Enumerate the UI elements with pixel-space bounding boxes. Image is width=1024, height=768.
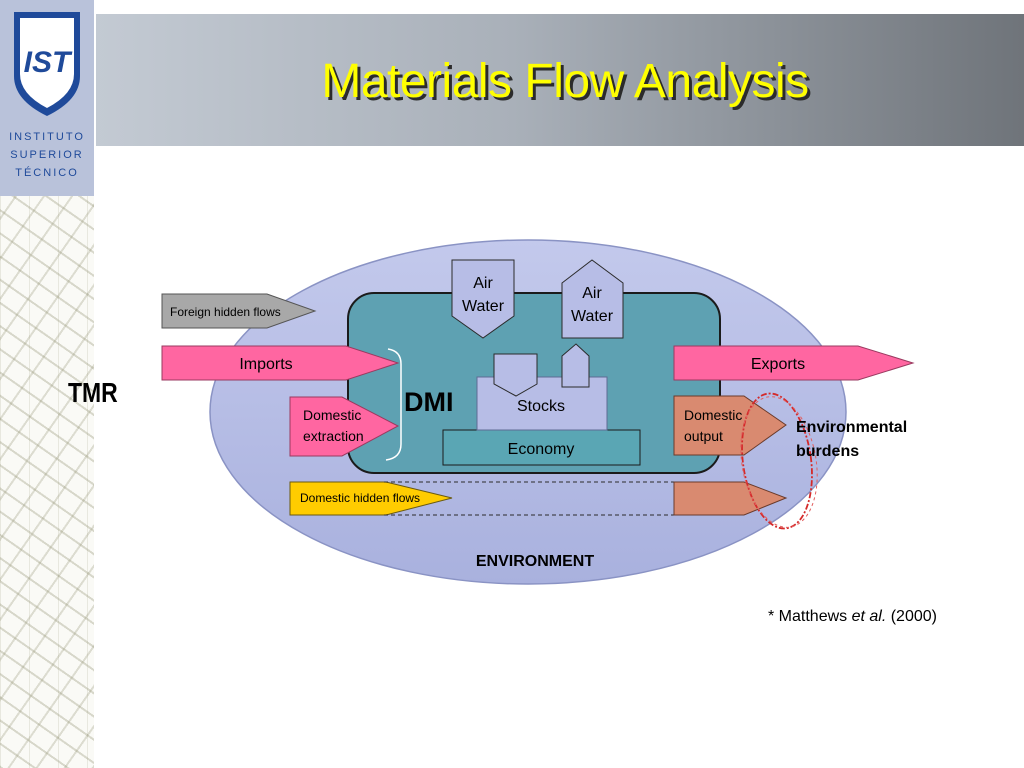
exports-arrow: [673, 345, 915, 381]
air-water-in-line-2: Water: [462, 298, 505, 315]
environment-label: ENVIRONMENT: [476, 553, 594, 570]
domestic-hidden-flows-arrow: [289, 481, 453, 516]
air-water-in-line-1: Air: [473, 275, 493, 292]
stock-input-pentagon: [493, 353, 538, 397]
logo-text-line-1: INSTITUTO: [9, 131, 85, 143]
logo-mark: IST: [24, 46, 73, 79]
air-water-out-line-2: Water: [571, 308, 614, 325]
economy-bar: [442, 429, 641, 466]
domestic-extraction-line-1: Domestic: [303, 407, 361, 423]
air-water-outflow-shape: [561, 259, 624, 339]
economy-label: Economy: [508, 441, 575, 458]
hidden-flow-output-arrow: [673, 481, 788, 516]
citation-prefix: * Matthews: [768, 608, 852, 625]
environmental-burdens-highlight-outer: [740, 396, 818, 528]
foreign-hidden-flows-label: Foreign hidden flows: [170, 305, 281, 319]
decorative-side-pattern: [0, 196, 94, 768]
stock-output-pentagon: [561, 343, 590, 388]
citation-year: (2000): [886, 608, 937, 625]
dmi-bracket: [385, 348, 402, 461]
domestic-extraction-arrow: [289, 396, 400, 457]
environmental-burdens-line-1: Environmental: [796, 419, 907, 436]
imports-label: Imports: [239, 356, 292, 373]
stocks-label: Stocks: [517, 398, 565, 415]
environmental-burdens-line-2: burdens: [796, 443, 859, 460]
logo-panel: IST INSTITUTO SUPERIOR TÉCNICO: [0, 0, 94, 196]
page-title: Materials Flow Analysis: [321, 55, 809, 108]
citation-etal: et al.: [851, 608, 887, 625]
ist-shield-logo: IST: [14, 12, 80, 116]
domestic-output-arrow: [673, 395, 787, 456]
dmi-label: DMI: [404, 387, 454, 417]
environmental-burdens-highlight: [741, 392, 813, 530]
citation: * Matthews et al. (2000): [768, 608, 937, 626]
domestic-extraction-line-2: extraction: [303, 428, 364, 444]
domestic-hidden-flows-label: Domestic hidden flows: [300, 491, 420, 505]
logo-text-line-3: TÉCNICO: [15, 167, 79, 179]
domestic-output-line-2: output: [684, 428, 723, 444]
air-water-inflow-shape: [451, 259, 515, 339]
logo-text-line-2: SUPERIOR: [10, 149, 84, 161]
tmr-label: TMR: [68, 377, 118, 408]
imports-arrow: [161, 345, 400, 381]
domestic-output-line-1: Domestic: [684, 407, 742, 423]
exports-label: Exports: [751, 356, 805, 373]
foreign-hidden-flows-arrow: [161, 293, 317, 329]
title-band: [96, 14, 1024, 146]
air-water-out-line-1: Air: [582, 285, 602, 302]
